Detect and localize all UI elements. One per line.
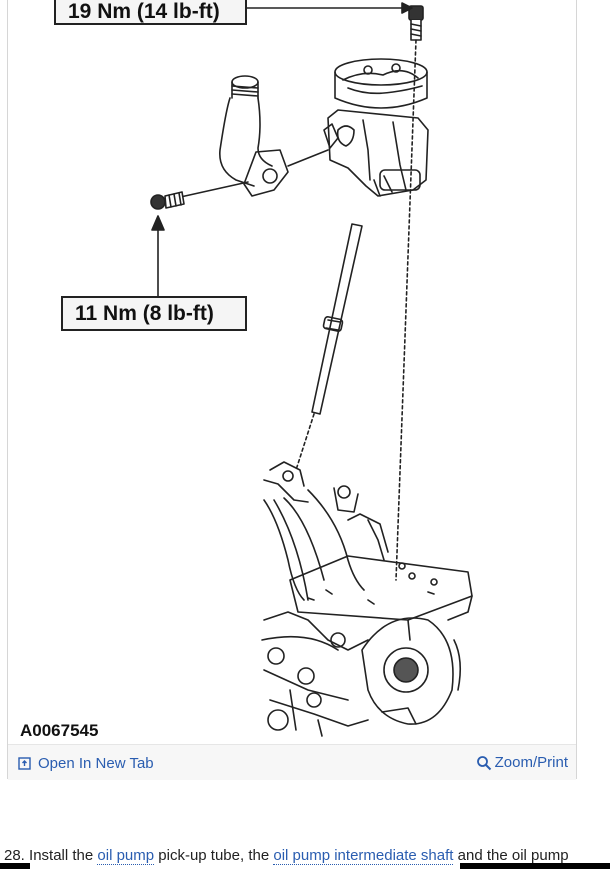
figure-frame: 19 Nm (14 lb-ft) 11 Nm (8 lb-ft) A006754…: [7, 0, 577, 780]
oil-pump-body: [323, 58, 429, 197]
open-new-tab-icon: [18, 757, 31, 770]
pickup-guide-line: [287, 149, 329, 167]
intermediate-shaft: [311, 223, 363, 415]
torque-label-mid: 11 Nm (8 lb-ft): [61, 296, 247, 331]
torque-label-top: 19 Nm (14 lb-ft): [54, 0, 247, 25]
oil-pump-exploded-diagram: [150, 2, 473, 737]
mid-arrow-head: [151, 215, 165, 231]
top-arrow-head: [401, 2, 413, 14]
step-text-1: Install the: [24, 847, 98, 864]
top-bolt: [408, 5, 424, 41]
bolt-guide-dashed: [395, 39, 417, 581]
open-in-new-tab-link[interactable]: Open In New Tab: [18, 755, 154, 772]
small-bolt: [150, 191, 185, 210]
small-bolt-guide: [175, 181, 249, 199]
oil-pump-intermediate-shaft-link[interactable]: oil pump intermediate shaft: [273, 847, 454, 865]
magnifier-icon: [476, 755, 491, 770]
bottom-bar-right: [460, 863, 610, 869]
oil-pump-link[interactable]: oil pump: [97, 847, 155, 865]
open-in-new-tab-label: Open In New Tab: [38, 755, 154, 772]
step-text-2: pick-up tube, the: [154, 847, 274, 864]
figure-id: A0067545: [20, 721, 99, 740]
step-number: 28.: [4, 847, 25, 864]
zoom-print-link[interactable]: Zoom/Print: [476, 754, 568, 771]
step-instruction: 28. Install the oil pump pick-up tube, t…: [4, 847, 610, 865]
figure-toolbar: Open In New Tab Zoom/Print: [8, 744, 576, 780]
step-text-3: and the oil pump: [453, 847, 569, 864]
bottom-bar-left: [0, 863, 30, 869]
zoom-print-label: Zoom/Print: [494, 754, 568, 771]
shaft-guide-dashed: [295, 413, 315, 471]
engine-block: [261, 461, 473, 737]
oil-pickup-tube: [219, 75, 289, 197]
